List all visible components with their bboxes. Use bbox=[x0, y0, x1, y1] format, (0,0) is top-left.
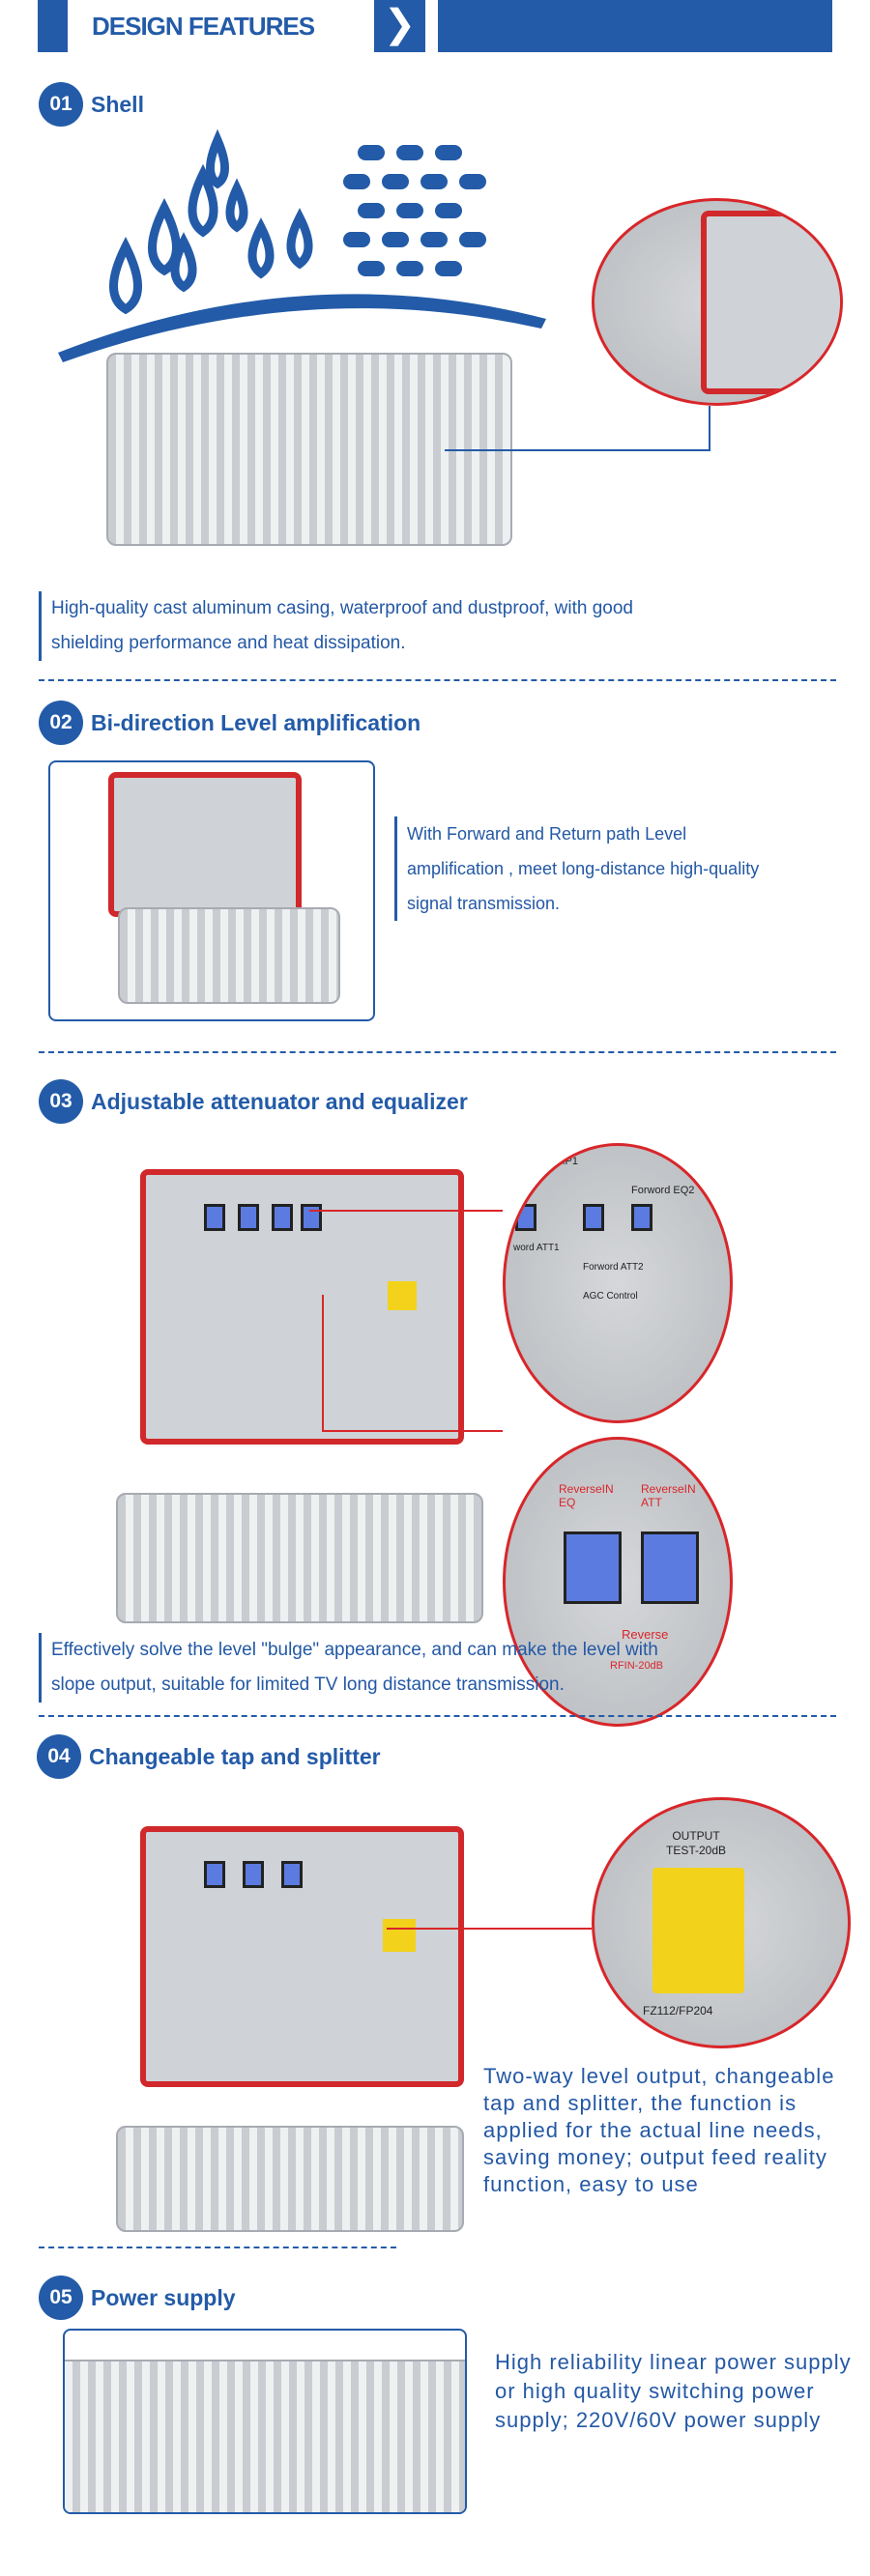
section-04-heading: 04 Changeable tap and splitter bbox=[37, 1734, 381, 1779]
section-03-text: Effectively solve the level "bulge" appe… bbox=[39, 1633, 658, 1703]
chevron-right-icon: ❯ bbox=[374, 0, 425, 52]
section-05-image-frame bbox=[63, 2329, 467, 2514]
zoom-label: ReverseIN ATT bbox=[641, 1482, 696, 1509]
section-title: Power supply bbox=[91, 2284, 236, 2310]
section-title: Bi-direction Level amplification bbox=[91, 709, 421, 735]
section-04-text: Two-way level output, changeable tap and… bbox=[483, 2064, 835, 2196]
zoom-label: Reverse bbox=[622, 1627, 669, 1642]
text-line: shielding performance and heat dissipati… bbox=[51, 633, 406, 653]
section-number: 03 bbox=[39, 1079, 83, 1124]
zoom-label: RFIN-20dB bbox=[610, 1660, 664, 1672]
zoom-label: ReverseIN EQ bbox=[559, 1482, 614, 1509]
section-05-heading: 05 Power supply bbox=[39, 2275, 236, 2320]
divider bbox=[39, 2247, 396, 2248]
header-bar-right bbox=[438, 0, 832, 52]
section-02-text: With Forward and Return path Level ampli… bbox=[394, 816, 759, 921]
zoom-label: TEST-20dB bbox=[665, 1844, 727, 1857]
callout-line bbox=[309, 1210, 503, 1212]
callout-line bbox=[322, 1295, 324, 1430]
zoom-label: OUTPUT bbox=[672, 1829, 720, 1843]
water-drops-icon bbox=[58, 129, 546, 362]
section-number: 04 bbox=[37, 1734, 81, 1779]
text-line: slope output, suitable for limited TV lo… bbox=[51, 1674, 565, 1695]
text-line: Effectively solve the level "bulge" appe… bbox=[51, 1640, 658, 1660]
section-02-image-frame bbox=[48, 760, 375, 1021]
callout-line bbox=[322, 1430, 503, 1432]
amplifier-base-image bbox=[116, 1493, 483, 1623]
section-number: 01 bbox=[39, 82, 83, 127]
page-title: DESIGN FEATURES bbox=[92, 12, 315, 41]
section-05-text: High reliability linear power supply or … bbox=[495, 2350, 852, 2432]
zoom-label: word ATT1 bbox=[513, 1243, 560, 1253]
divider bbox=[39, 1715, 836, 1717]
zoom-label: Forword EQ2 bbox=[631, 1185, 695, 1196]
shell-detail-zoom bbox=[592, 198, 843, 406]
section-title: Adjustable attenuator and equalizer bbox=[91, 1088, 468, 1114]
zoom-label: FZ112/FP204 bbox=[643, 2004, 713, 2018]
text-line: amplification , meet long-distance high-… bbox=[407, 859, 760, 878]
section-title: Shell bbox=[91, 91, 144, 117]
text-line: High-quality cast aluminum casing, water… bbox=[51, 598, 633, 618]
text-line: With Forward and Return path Level bbox=[407, 824, 687, 844]
callout-line bbox=[709, 406, 710, 451]
forward-controls-zoom: AMP1 Forword EQ2 word ATT1 Forword ATT2 … bbox=[503, 1143, 733, 1423]
amplifier-open-panel-image bbox=[140, 1826, 464, 2087]
callout-line bbox=[445, 449, 710, 451]
zoom-label: AMP1 bbox=[549, 1156, 578, 1167]
section-01-heading: 01 Shell bbox=[39, 82, 144, 127]
zoom-label: Forword ATT2 bbox=[583, 1262, 644, 1273]
divider bbox=[39, 679, 836, 681]
section-02-heading: 02 Bi-direction Level amplification bbox=[39, 701, 420, 745]
section-01-text: High-quality cast aluminum casing, water… bbox=[39, 591, 633, 661]
section-03-heading: 03 Adjustable attenuator and equalizer bbox=[39, 1079, 468, 1124]
dust-dots-icon bbox=[343, 145, 486, 276]
divider bbox=[39, 1051, 836, 1053]
text-line: signal transmission. bbox=[407, 894, 561, 913]
section-number: 02 bbox=[39, 701, 83, 745]
zoom-label: AGC Control bbox=[583, 1291, 638, 1302]
section-title: Changeable tap and splitter bbox=[89, 1743, 381, 1769]
amplifier-open-panel-image bbox=[140, 1169, 464, 1445]
amplifier-base-image bbox=[116, 2126, 464, 2232]
section-number: 05 bbox=[39, 2275, 83, 2320]
reverse-controls-zoom: ReverseIN EQ ReverseIN ATT Reverse RFIN-… bbox=[503, 1437, 733, 1727]
header-bar-left bbox=[38, 0, 68, 52]
callout-line bbox=[387, 1928, 592, 1930]
